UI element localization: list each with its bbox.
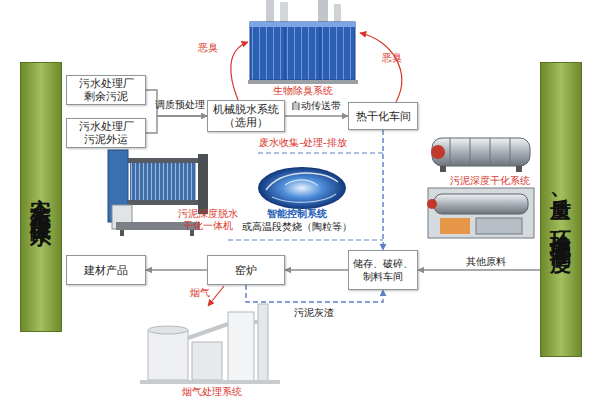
process-box: 储存、破碎、制料车间 bbox=[348, 250, 418, 290]
flue-gas-plant bbox=[258, 304, 268, 382]
deodorization-building bbox=[320, 27, 321, 80]
flow-connector bbox=[285, 115, 348, 116]
odor-arrow bbox=[231, 33, 402, 102]
dryer-machine bbox=[427, 138, 534, 238]
box-label: 热干化车间 bbox=[356, 110, 411, 123]
edge-label: 其他原料 bbox=[466, 256, 506, 268]
dryer-machine bbox=[510, 138, 511, 166]
flow-connector bbox=[382, 130, 383, 250]
control-system-graphic bbox=[285, 180, 318, 186]
flow-connector bbox=[285, 269, 348, 270]
filter-press bbox=[128, 158, 200, 163]
annotation-label: 污泥深度干化系统 bbox=[450, 175, 530, 187]
edge-label: 调质预处理 bbox=[155, 99, 205, 111]
filter-press bbox=[120, 230, 124, 236]
dryer-machine bbox=[427, 199, 437, 209]
flue-gas-arrow bbox=[208, 286, 224, 306]
control-system-graphic bbox=[258, 167, 346, 209]
process-box: 窑炉 bbox=[207, 255, 285, 285]
dryer-machine bbox=[470, 138, 471, 166]
dryer-machine bbox=[476, 218, 522, 234]
dryer-machine bbox=[440, 218, 470, 234]
dashed-flow-line bbox=[228, 153, 383, 240]
annotation-label: 恶臭 bbox=[198, 42, 218, 54]
box-label: 机械脱水系统（选用） bbox=[212, 103, 280, 129]
flue-gas-plant bbox=[140, 380, 280, 384]
annotation-label: 生物除臭系统 bbox=[273, 85, 333, 97]
dryer-machine bbox=[490, 138, 491, 166]
box-label: 建材产品 bbox=[84, 264, 128, 277]
process-box: 污水处理厂 剩余污泥 bbox=[66, 75, 146, 105]
dryer-machine bbox=[516, 166, 522, 172]
dashed-flow-line bbox=[228, 239, 383, 240]
annotation-label: 烟气 bbox=[190, 287, 210, 299]
annotation-label: 智能控制系统 bbox=[267, 208, 327, 220]
dryer-machine bbox=[431, 145, 445, 159]
dashed-flow-line bbox=[258, 152, 383, 153]
edge-label: 自动传送带 bbox=[291, 100, 341, 112]
control-system-graphic bbox=[266, 173, 338, 190]
deodorization-building bbox=[250, 22, 355, 80]
process-box: 污水处理厂 污泥外运 bbox=[66, 118, 146, 148]
flow-connector bbox=[146, 269, 207, 270]
side-band: 安全生产保障体系 bbox=[20, 62, 62, 332]
flue-gas-plant bbox=[148, 326, 188, 334]
process-box: 机械脱水系统（选用） bbox=[207, 100, 285, 132]
side-band: 质量、环境管理制度 bbox=[540, 62, 582, 357]
dryer-machine bbox=[450, 138, 451, 166]
flue-gas-plant bbox=[228, 312, 254, 382]
deodorization-building bbox=[248, 0, 358, 84]
flue-gas-plant bbox=[192, 342, 222, 380]
annotation-label: 污泥深度脱水 干化一体机 bbox=[173, 208, 243, 232]
annotation-label: 烟气处理系统 bbox=[182, 386, 242, 398]
flue-gas-plant bbox=[148, 330, 188, 380]
flue-gas-plant bbox=[254, 320, 258, 324]
odor-arrow bbox=[231, 42, 248, 100]
annotation-label: 恶臭 bbox=[382, 52, 402, 64]
dryer-machine bbox=[432, 138, 530, 166]
flow-connector bbox=[146, 90, 207, 116]
dryer-machine bbox=[440, 166, 446, 172]
deodorization-building bbox=[248, 80, 358, 84]
filter-press bbox=[198, 154, 208, 214]
filter-press bbox=[128, 200, 200, 205]
edge-label: 污泥灰渣 bbox=[294, 307, 334, 319]
annotation-label: 废水收集-处理-排放 bbox=[259, 137, 346, 149]
filter-press bbox=[130, 163, 196, 200]
dryer-machine bbox=[434, 194, 528, 214]
band-title: 安全生产保障体系 bbox=[27, 181, 55, 213]
dryer-machine bbox=[428, 188, 534, 238]
flow-connector bbox=[418, 269, 540, 270]
process-box: 建材产品 bbox=[66, 255, 146, 285]
flue-gas-plant bbox=[188, 324, 228, 338]
control-system-graphic bbox=[272, 194, 336, 202]
deodorization-building bbox=[285, 27, 286, 80]
box-label: 污水处理厂 剩余污泥 bbox=[71, 77, 141, 103]
flow-connector bbox=[146, 116, 207, 133]
box-label: 污水处理厂 污泥外运 bbox=[71, 120, 141, 146]
odor-arrow bbox=[360, 33, 402, 102]
control-system-graphic bbox=[258, 167, 346, 209]
box-label: 窑炉 bbox=[235, 264, 257, 277]
band-title: 质量、环境管理制度 bbox=[547, 181, 575, 238]
box-label: 储存、破碎、制料车间 bbox=[353, 257, 413, 283]
flue-gas-arrow bbox=[208, 286, 224, 306]
process-box: 热干化车间 bbox=[348, 102, 418, 130]
annotation-label: 或高温段焚烧（陶粒等） bbox=[242, 221, 352, 233]
flue-gas-plant bbox=[140, 304, 280, 384]
deodorization-building bbox=[250, 22, 355, 27]
